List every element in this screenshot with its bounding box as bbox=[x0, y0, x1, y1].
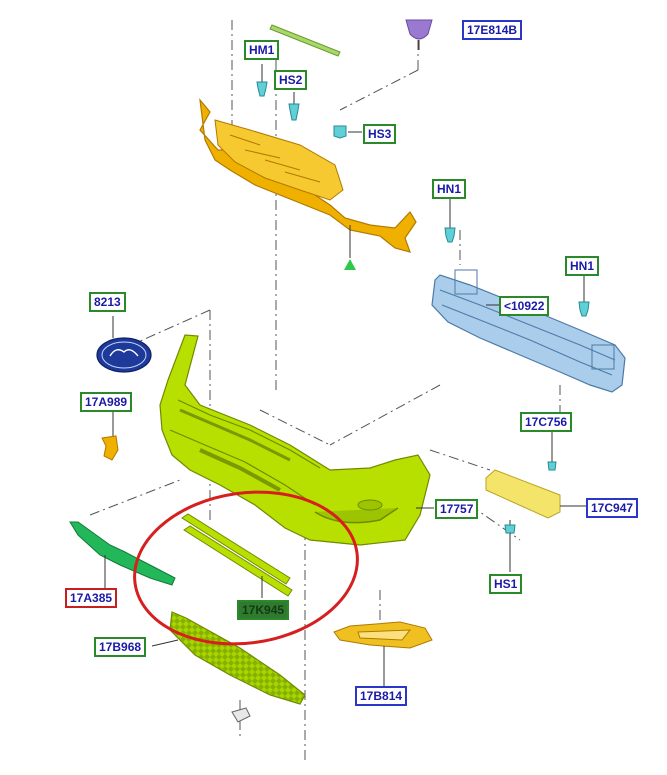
label-hs1[interactable]: HS1 bbox=[489, 574, 523, 594]
label-hs3[interactable]: HS3 bbox=[363, 124, 397, 144]
label-leaders bbox=[416, 304, 500, 509]
fog-bezel-17b814 bbox=[333, 621, 433, 686]
label-17b814[interactable]: 17B814 bbox=[355, 686, 408, 706]
upper-absorber bbox=[199, 98, 417, 253]
assembly-lines bbox=[89, 20, 561, 760]
label-10922[interactable]: <10922 bbox=[499, 296, 550, 316]
fastener-hs2-icon bbox=[288, 92, 300, 121]
label-17c756[interactable]: 17C756 bbox=[520, 412, 573, 432]
lower-grille-17b968 bbox=[151, 611, 306, 705]
label-17e814b[interactable]: 17E814B bbox=[462, 20, 523, 40]
label-hn1-top[interactable]: HN1 bbox=[432, 179, 467, 199]
bumper-reinforcement bbox=[431, 269, 626, 393]
fastener-hn1-right-icon bbox=[578, 274, 590, 317]
label-hm1[interactable]: HM1 bbox=[244, 40, 280, 60]
fastener-hm1-icon bbox=[256, 64, 268, 97]
trim-strip-17a385 bbox=[69, 521, 176, 588]
label-17c947[interactable]: 17C947 bbox=[586, 498, 639, 518]
bumper-cover bbox=[159, 334, 431, 546]
label-hs2[interactable]: HS2 bbox=[274, 70, 308, 90]
triangle-marker-icon bbox=[344, 225, 356, 270]
label-17a385[interactable]: 17A385 bbox=[65, 588, 118, 608]
ford-emblem-icon bbox=[96, 316, 152, 373]
bracket-17c947 bbox=[485, 428, 586, 572]
label-hn1-right[interactable]: HN1 bbox=[565, 256, 600, 276]
bracket-17a989-icon bbox=[101, 411, 119, 461]
label-17k945[interactable]: 17K945 bbox=[237, 600, 290, 620]
top-clip-icon bbox=[405, 19, 433, 50]
label-17b968[interactable]: 17B968 bbox=[94, 637, 147, 657]
label-17a989[interactable]: 17A989 bbox=[80, 392, 133, 412]
fastener-hs3-icon bbox=[333, 125, 362, 139]
fastener-hn1-top-icon bbox=[444, 196, 456, 243]
bottom-clip-icon bbox=[231, 707, 251, 723]
highlight-ring bbox=[133, 490, 359, 646]
grille-bar-17k945 bbox=[181, 513, 293, 598]
top-trim-strip bbox=[269, 24, 341, 57]
label-8213[interactable]: 8213 bbox=[89, 292, 126, 312]
label-17757[interactable]: 17757 bbox=[435, 499, 479, 519]
